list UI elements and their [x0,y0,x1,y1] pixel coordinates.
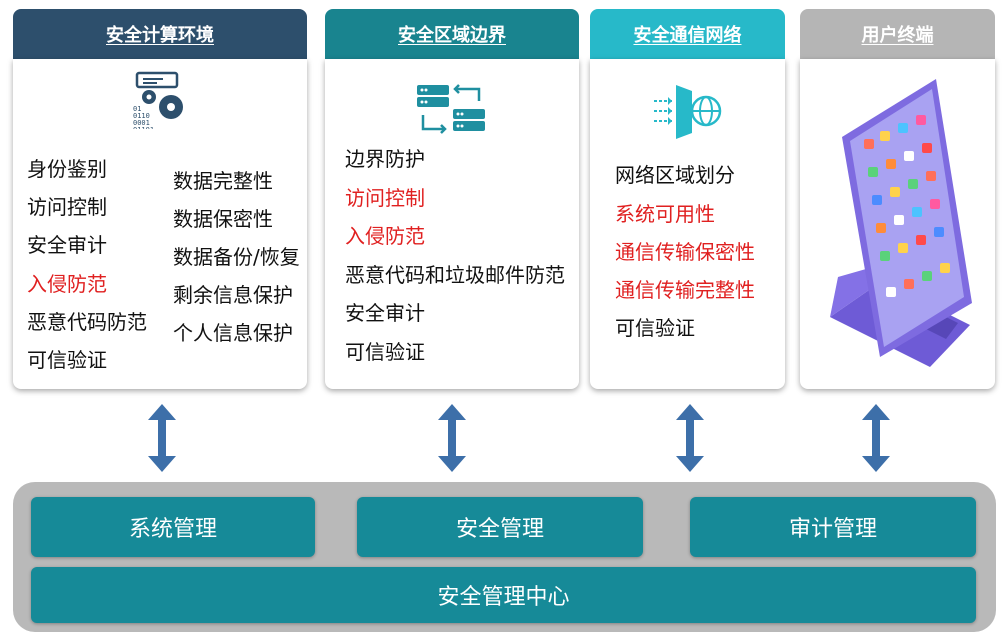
item-malware-prevention: 恶意代码防范 [27,310,147,334]
item-personal-info: 个人信息保护 [173,321,293,345]
item-transmission-confidentiality: 通信传输保密性 [615,240,755,264]
item-data-integrity: 数据完整性 [173,169,273,193]
boundary-exchange-icon [417,84,485,134]
column-communication-network: 安全通信网络 网络区域划分 系统可用性 通信传输保密性 通信传输完整性 可信验证 [590,9,785,389]
item-intrusion-prevention: 入侵防范 [345,224,425,248]
item-data-confidentiality: 数据保密性 [173,207,273,231]
column-header[interactable]: 安全区域边界 [325,9,579,59]
item-access-control: 访问控制 [27,195,107,219]
network-globe-icon [654,85,722,139]
column-computing-environment: 安全计算环境 01 0110 0001 01101 身份鉴别 访问控制 安全审计… [13,9,307,389]
item-access-control: 访问控制 [345,186,425,210]
item-boundary-protection: 边界防护 [345,147,425,171]
double-arrow-icon [676,404,704,472]
item-intrusion-prevention: 入侵防范 [27,272,107,296]
item-trusted-verification: 可信验证 [345,340,425,364]
security-management-button[interactable]: 安全管理 [357,497,643,557]
column-body: 边界防护 访问控制 入侵防范 恶意代码和垃圾邮件防范 安全审计 可信验证 [325,59,579,389]
column-header[interactable]: 安全计算环境 [13,9,307,59]
item-trusted-verification: 可信验证 [615,316,695,340]
system-management-button[interactable]: 系统管理 [31,497,315,557]
double-arrow-icon [438,404,466,472]
double-arrow-icon [148,404,176,472]
item-trusted-verification: 可信验证 [27,348,107,372]
double-arrow-icon [862,404,890,472]
column-body: 01 0110 0001 01101 身份鉴别 访问控制 安全审计 入侵防范 恶… [13,59,307,389]
svg-text:0001: 0001 [133,119,150,127]
item-network-zoning: 网络区域划分 [615,163,735,187]
item-system-availability: 系统可用性 [615,202,715,226]
column-body [800,59,995,389]
item-transmission-integrity: 通信传输完整性 [615,278,755,302]
item-security-audit: 安全审计 [27,233,107,257]
item-security-audit: 安全审计 [345,301,425,325]
item-residual-info: 剩余信息保护 [173,283,293,307]
tablet-device-icon [830,79,972,367]
item-data-backup: 数据备份/恢复 [173,245,300,269]
column-body: 网络区域划分 系统可用性 通信传输保密性 通信传输完整性 可信验证 [590,59,785,389]
audit-management-button[interactable]: 审计管理 [690,497,976,557]
security-management-center[interactable]: 安全管理中心 [31,567,976,623]
column-area-boundary: 安全区域边界 边界防护 访问控制 入侵防范 恶意代码和垃圾邮件防范 安全审计 可… [325,9,579,389]
svg-text:0110: 0110 [133,112,150,120]
column-user-terminal: 用户终端 [800,9,995,389]
computing-gear-binary-icon: 01 0110 0001 01101 [133,71,183,129]
svg-text:01: 01 [133,105,141,113]
item-identity-auth: 身份鉴别 [27,157,107,181]
column-header[interactable]: 用户终端 [800,9,995,59]
svg-text:01101: 01101 [133,126,154,129]
item-malware-spam-prevention: 恶意代码和垃圾邮件防范 [345,263,565,287]
column-header[interactable]: 安全通信网络 [590,9,785,59]
